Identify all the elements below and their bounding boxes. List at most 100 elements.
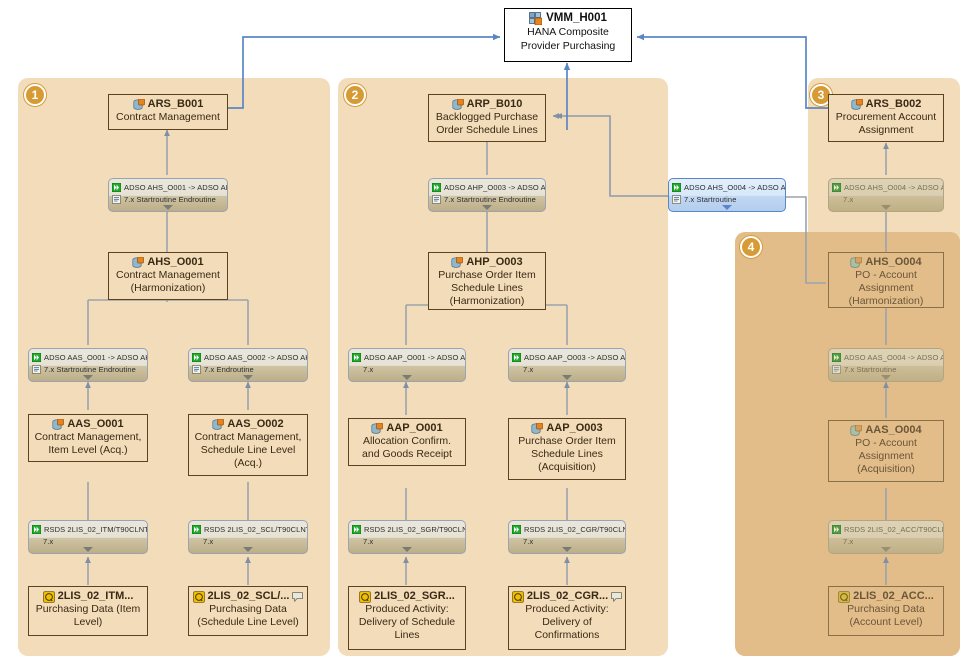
chevron-down-icon[interactable]	[482, 205, 492, 210]
group-badge-4[interactable]: 4	[740, 236, 762, 258]
node-arp-b010[interactable]: ARP_B010 Backlogged Purchase Order Sched…	[428, 94, 546, 142]
datasource-icon	[192, 590, 205, 603]
chevron-down-icon[interactable]	[562, 547, 572, 552]
chevron-down-icon[interactable]	[881, 205, 891, 210]
transformation-rsds-acc[interactable]: RSDS 2LIS_02_ACC/T90CLNT0... 7.x	[828, 520, 944, 554]
node-aas-o002[interactable]: AAS_O002 Contract Management, Schedule L…	[188, 414, 308, 476]
node-datasource-acc[interactable]: 2LIS_02_ACC... Purchasing Data (Account …	[828, 586, 944, 636]
node-name: ARP_B010	[466, 98, 523, 110]
node-desc: Allocation Confirm.	[362, 435, 452, 447]
transformation-label-1: ADSO AAP_O003 -> ADSO AH...	[524, 352, 625, 362]
note-icon[interactable]	[611, 591, 622, 602]
node-desc: Contract Management	[116, 111, 220, 123]
routine-icon	[192, 364, 201, 374]
node-desc: Assignment	[858, 124, 914, 136]
node-title: 2LIS_02_ACC...	[838, 590, 934, 603]
transformation-aap001-ahp003[interactable]: ADSO AAP_O001 -> ADSO AH... 7.x	[348, 348, 466, 382]
routine-icon	[832, 364, 841, 374]
composite-provider-icon	[529, 11, 543, 25]
transformation-label-1: ADSO AHS_O001 -> ADSO AR...	[124, 182, 227, 192]
node-aas-o004[interactable]: AAS_O004 PO - Account Assignment (Acquis…	[828, 420, 944, 482]
chevron-down-icon[interactable]	[881, 547, 891, 552]
node-datasource-cgr[interactable]: 2LIS_02_CGR... Produced Activity: Delive…	[508, 586, 626, 650]
node-ars-b001[interactable]: ARS_B001 Contract Management	[108, 94, 228, 130]
transformation-label-1: RSDS 2LIS_02_SGR/T90CLNT0...	[364, 524, 465, 534]
transformation-rsds-scl[interactable]: RSDS 2LIS_02_SCL/T90CLNT0... 7.x	[188, 520, 308, 554]
chevron-down-icon[interactable]	[243, 375, 253, 380]
chevron-down-icon[interactable]	[402, 375, 412, 380]
node-desc: Backlogged Purchase	[435, 111, 539, 123]
transformation-row-2: 7.x Startroutine Endroutine	[429, 193, 545, 205]
node-name: AHS_O004	[865, 256, 922, 268]
transformation-icon	[672, 182, 681, 192]
transformation-aas001-ahs001[interactable]: ADSO AAS_O001 -> ADSO AH... 7.x Startrou…	[28, 348, 148, 382]
node-title: 2LIS_02_ITM...	[42, 590, 133, 603]
transformation-row-1: ADSO AAS_O002 -> ADSO AH...	[189, 349, 307, 363]
chevron-down-icon[interactable]	[562, 375, 572, 380]
node-title: VMM_H001	[529, 11, 607, 25]
note-icon[interactable]	[292, 591, 304, 602]
chevron-down-icon[interactable]	[722, 205, 732, 210]
transformation-label-2: 7.x	[843, 194, 854, 204]
transformation-label-1: ADSO AHS_O004 -> ADSO AR...	[844, 182, 943, 192]
group-badge-1[interactable]: 1	[24, 84, 46, 106]
transformation-aap003-ahp003[interactable]: ADSO AAP_O003 -> ADSO AH... 7.x	[508, 348, 626, 382]
transformation-row-2: 7.x	[829, 535, 943, 547]
node-desc: Lines	[394, 629, 420, 641]
node-title: AAS_O001	[52, 418, 124, 431]
transformation-rsds-cgr[interactable]: RSDS 2LIS_02_CGR/T90CLNT0... 7.x	[508, 520, 626, 554]
node-datasource-itm[interactable]: 2LIS_02_ITM... Purchasing Data (Item Lev…	[28, 586, 148, 636]
node-desc: and Goods Receipt	[362, 448, 452, 460]
chevron-down-icon[interactable]	[163, 205, 173, 210]
transformation-label-1: ADSO AHP_O003 -> ADSO AR...	[444, 182, 545, 192]
node-aas-o001[interactable]: AAS_O001 Contract Management, Item Level…	[28, 414, 148, 462]
node-name: AAP_O001	[386, 422, 443, 434]
transformation-row-2: 7.x	[349, 363, 465, 375]
chevron-down-icon[interactable]	[83, 375, 93, 380]
node-name: 2LIS_02_CGR...	[526, 590, 609, 602]
node-ahs-o004[interactable]: AHS_O004 PO - Account Assignment (Harmon…	[828, 252, 944, 308]
datasource-icon	[512, 590, 524, 603]
node-datasource-scl[interactable]: 2LIS_02_SCL/... Purchasing Data (Schedul…	[188, 586, 308, 636]
transformation-aas004-ahs004[interactable]: ADSO AAS_O004 -> ADSO AH... 7.x Startrou…	[828, 348, 944, 382]
node-desc: (Acq.)	[233, 457, 262, 469]
node-ars-b002[interactable]: ARS_B002 Procurement Account Assignment	[828, 94, 944, 142]
chevron-down-icon[interactable]	[881, 375, 891, 380]
node-name: AHS_O001	[147, 256, 204, 268]
transformation-icon	[832, 182, 841, 192]
transformation-icon	[192, 524, 201, 534]
transformation-ahs004-ars002[interactable]: ADSO AHS_O004 -> ADSO AR... 7.x	[828, 178, 944, 212]
transformation-rsds-sgr[interactable]: RSDS 2LIS_02_SGR/T90CLNT0... 7.x	[348, 520, 466, 554]
transformation-label-1: RSDS 2LIS_02_CGR/T90CLNT0...	[524, 524, 625, 534]
chevron-down-icon[interactable]	[402, 547, 412, 552]
node-datasource-sgr[interactable]: 2LIS_02_SGR... Produced Activity: Delive…	[348, 586, 466, 650]
transformation-icon	[512, 524, 521, 534]
node-title: AAP_O003	[531, 422, 603, 435]
node-desc: Level)	[73, 616, 103, 628]
chevron-down-icon[interactable]	[243, 547, 253, 552]
transformation-row-1: RSDS 2LIS_02_ITM/T90CLNT0...	[29, 521, 147, 535]
node-title: AHP_O003	[451, 256, 523, 269]
node-desc: Contract Management,	[34, 431, 142, 443]
node-ahp-o003[interactable]: AHP_O003 Purchase Order Item Schedule Li…	[428, 252, 546, 310]
node-vmm-h001[interactable]: VMM_H001 HANA Composite Provider Purchas…	[504, 8, 632, 62]
transformation-label-1: ADSO AHS_O004 -> ADSO AR...	[684, 182, 785, 192]
transformation-label-1: ADSO AAS_O004 -> ADSO AH...	[844, 352, 943, 362]
transformation-ahs001-ars001[interactable]: ADSO AHS_O001 -> ADSO AR... 7.x Startrou…	[108, 178, 228, 212]
node-name: AAS_O002	[227, 418, 284, 430]
transformation-ahp003-arp010[interactable]: ADSO AHP_O003 -> ADSO AR... 7.x Startrou…	[428, 178, 546, 212]
transformation-selected-ahs004-ars002[interactable]: ADSO AHS_O004 -> ADSO AR... 7.x Startrou…	[668, 178, 786, 212]
transformation-row-2: 7.x	[509, 363, 625, 375]
node-title: 2LIS_02_SCL/...	[192, 590, 304, 603]
group-badge-2[interactable]: 2	[344, 84, 366, 106]
chevron-down-icon[interactable]	[83, 547, 93, 552]
node-ahs-o001[interactable]: AHS_O001 Contract Management (Harmonizat…	[108, 252, 228, 300]
node-title: AHS_O004	[850, 256, 922, 269]
transformation-row-2: 7.x Startroutine	[829, 363, 943, 375]
node-desc: Produced Activity:	[525, 603, 609, 615]
node-aap-o001[interactable]: AAP_O001 Allocation Confirm. and Goods R…	[348, 418, 466, 466]
node-aap-o003[interactable]: AAP_O003 Purchase Order Item Schedule Li…	[508, 418, 626, 480]
transformation-aas002-ahs001[interactable]: ADSO AAS_O002 -> ADSO AH... 7.x Endrouti…	[188, 348, 308, 382]
transformation-rsds-itm[interactable]: RSDS 2LIS_02_ITM/T90CLNT0... 7.x	[28, 520, 148, 554]
node-name: 2LIS_02_ACC...	[853, 590, 934, 602]
